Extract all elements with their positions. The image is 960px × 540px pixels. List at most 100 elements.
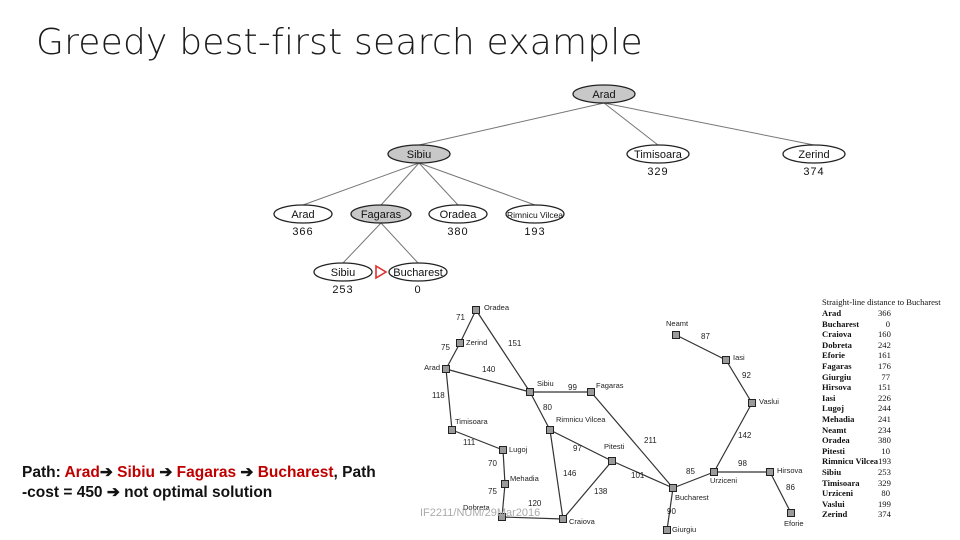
arrow-icon: ➔: [159, 464, 173, 481]
arrow-icon: ➔: [99, 464, 113, 481]
tree-node-shape: [428, 204, 488, 224]
slide-footer: IF2211/NUM/29Mar2016: [420, 507, 541, 519]
path-tail-2: -cost = 450: [22, 484, 107, 501]
tree-edge-sibiu-fagaras: [380, 162, 420, 206]
table-row: Vaslui 199: [822, 498, 891, 510]
city-marker-giurgiu: [663, 526, 671, 534]
table-city: Oradea: [822, 435, 850, 446]
city-marker-hirsova: [766, 468, 774, 476]
road-arad-sibiu: [445, 368, 531, 393]
road-distance-bucharest-urziceni: 85: [686, 467, 695, 476]
table-distance: 0: [885, 318, 890, 329]
road-distance-fagaras-bucharest: 211: [644, 436, 657, 445]
tree-node-label: Timisoara: [634, 149, 683, 161]
city-marker-eforie: [787, 509, 795, 517]
table-city: Vaslui: [822, 498, 845, 509]
tree-node-label: Oradea: [440, 209, 478, 221]
city-label-neamt: Neamt: [666, 319, 689, 328]
road-bucharest-urziceni: [672, 471, 715, 489]
table-city: Dobreta: [822, 339, 852, 350]
city-label-sibiu: Sibiu: [537, 379, 554, 388]
tree-node-heuristic: 193: [524, 226, 545, 238]
table-city: Rimnicu Vilcea: [822, 456, 879, 467]
table-city: Pitesti: [822, 445, 845, 456]
road-distance-vaslui-iasi: 92: [742, 371, 751, 380]
city-marker-bucharest: [669, 484, 677, 492]
table-distance: 329: [878, 477, 891, 488]
city-label-mehadia: Mehadia: [510, 474, 540, 483]
path-note: Path: Arad➔ Sibiu ➔ Fagaras ➔ Bucharest,…: [22, 463, 452, 503]
table-heading: Straight-line distance to Bucharest: [822, 297, 941, 307]
tree-edge-arad-root-sibiu: [418, 102, 605, 146]
city-label-craiova: Craiova: [569, 517, 596, 526]
road-iasi-neamt: [675, 334, 727, 361]
tree-node-label: Zerind: [798, 149, 829, 161]
city-label-arad: Arad: [424, 363, 440, 372]
tree-node-label: Sibiu: [407, 149, 431, 161]
road-oradea-sibiu: [475, 309, 531, 393]
road-arad-timisoara: [445, 368, 453, 431]
tree-node-heuristic: 329: [647, 166, 668, 178]
tree-node-shape: [626, 144, 690, 164]
tree-node-timisoara: Timisoara 329: [626, 144, 690, 178]
tree-node-shape: [387, 144, 451, 164]
road-distance-rimnicu-craiova: 146: [563, 469, 577, 478]
city-label-lugoj: Lugoj: [509, 445, 528, 454]
road-distance-urziceni-vaslui: 142: [738, 431, 752, 440]
path-step-sibiu: Sibiu: [117, 464, 156, 481]
table-distance: 151: [878, 382, 891, 393]
city-marker-urziceni: [710, 468, 718, 476]
city-label-zerind: Zerind: [466, 338, 487, 347]
tree-node-heuristic: 380: [447, 226, 468, 238]
table-distance: 241: [878, 413, 891, 424]
table-city: Lugoj: [822, 403, 844, 414]
table-distance: 253: [878, 466, 891, 477]
tree-node-fagaras: Fagaras: [350, 204, 412, 224]
table-distance: 366: [878, 308, 891, 318]
road-fagaras-bucharest: [590, 391, 674, 489]
road-distance-urziceni-hirsova: 98: [738, 459, 747, 468]
city-label-dobreta: Dobreta: [463, 503, 491, 512]
path-step-arad: Arad: [64, 464, 100, 481]
table-distance: 199: [878, 498, 891, 509]
road-zerind-arad: [445, 342, 461, 370]
table-distance: 77: [881, 371, 890, 382]
table-distance: 380: [878, 435, 891, 446]
path-step-fagaras: Fagaras: [176, 464, 237, 481]
tree-edge-sibiu-arad-2: [302, 162, 420, 206]
city-label-eforie: Eforie: [784, 519, 804, 528]
path-tail-1: , Path: [333, 464, 376, 481]
road-distance-dobreta-craiova: 120: [528, 499, 542, 508]
city-label-oradea: Oradea: [484, 303, 510, 312]
path-step-bucharest: Bucharest: [257, 464, 334, 481]
road-distance-pitesti-bucharest: 101: [631, 471, 645, 480]
arrow-icon: ➔: [240, 464, 254, 481]
city-marker-pitesti: [608, 457, 616, 465]
table-city: Craiova: [822, 329, 852, 340]
tree-node-shape: [313, 262, 373, 282]
city-marker-oradea: [472, 306, 480, 314]
road-bucharest-giurgiu: [666, 487, 674, 531]
table-distance: 10: [881, 445, 890, 456]
city-label-vaslui: Vaslui: [759, 397, 779, 406]
tree-edge-arad-root-zerind: [603, 102, 815, 146]
table-distance: 242: [878, 339, 891, 350]
table-distance: 193: [878, 456, 891, 467]
road-distance-mehadia-dobreta: 75: [488, 487, 497, 496]
city-marker-craiova: [559, 515, 567, 523]
road-distance-oradea-zerind: 71: [456, 313, 465, 322]
